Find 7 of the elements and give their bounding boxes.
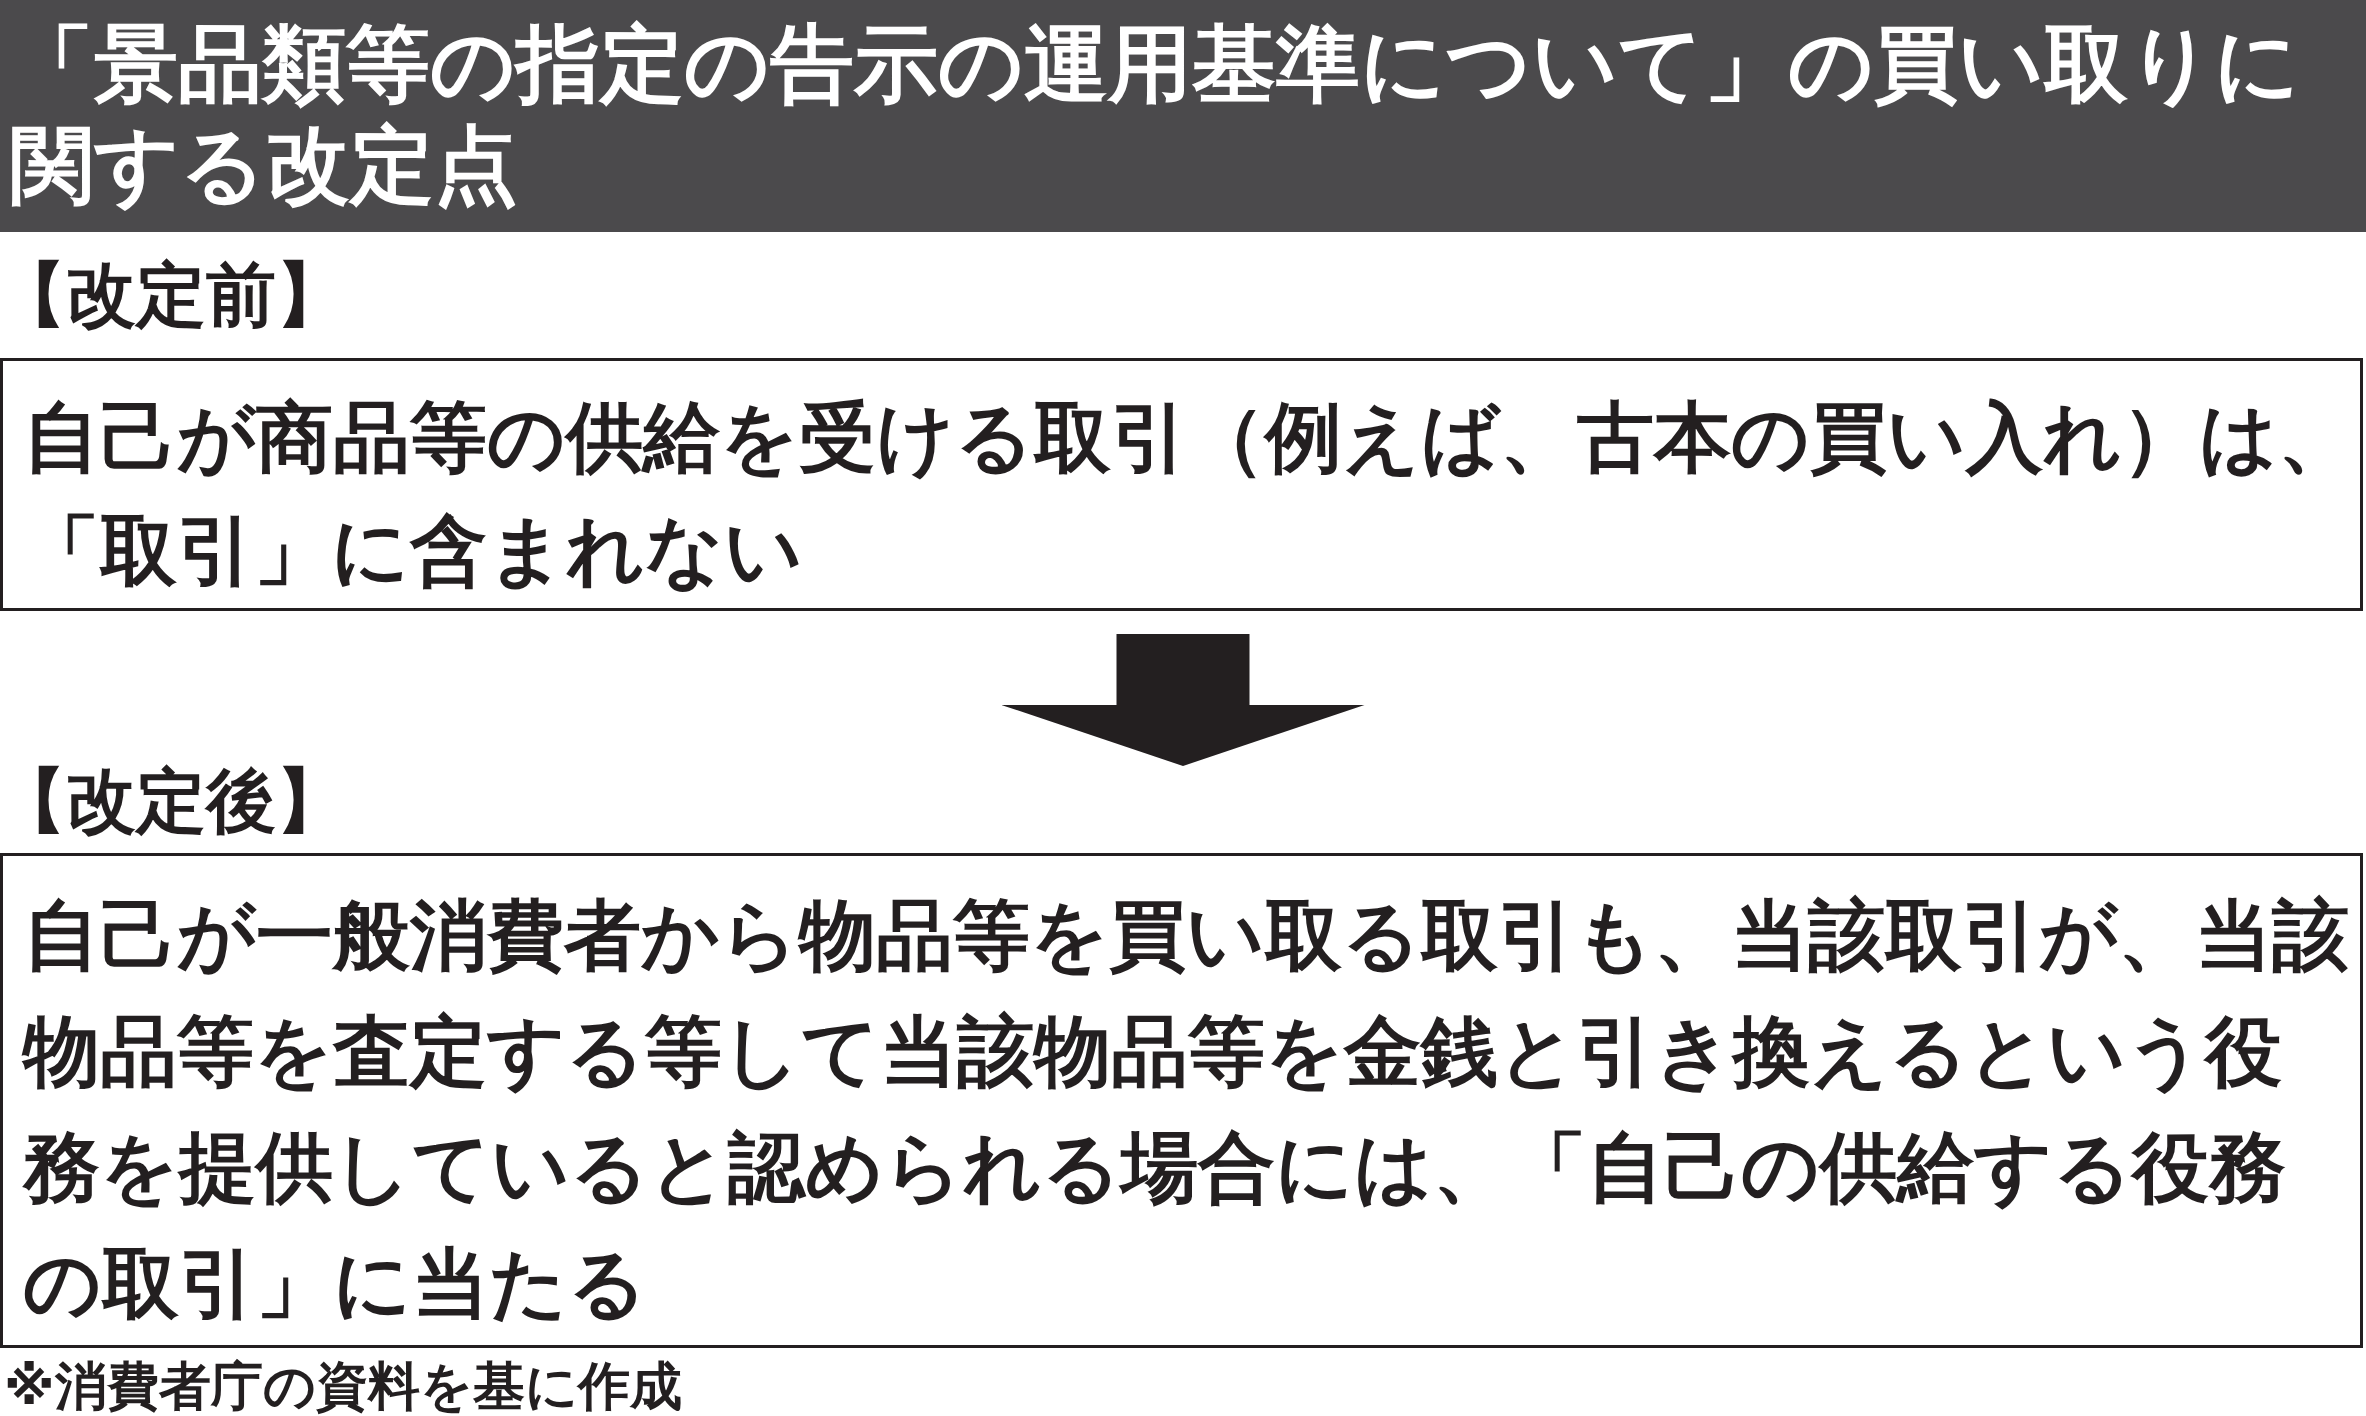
body-text: 自己が一般消費者から物品等を買い取る取引も、当該取引が、当該物品等を査定する等して当該物品等を金銭と引き換えるという役務を提供していると認められる場合には、「自己の供給する役務の取引」に当たる: [23, 890, 2350, 1330]
block-arrow: [1001, 634, 1365, 766]
body-text: 自己が商品等の供給を受ける取引（例えば、古本の買い入れ）は、「取引」に含まれない: [23, 392, 2356, 597]
section-heading: 【改定前】: [0, 253, 346, 338]
source-note: ※消費者庁の資料を基に作成: [4, 1358, 682, 1414]
section-heading: 【改定後】: [0, 766, 346, 836]
title-banner: 「景品類等の指定の告示の運用基準について」の買い取りに関する改定点: [0, 0, 2366, 232]
